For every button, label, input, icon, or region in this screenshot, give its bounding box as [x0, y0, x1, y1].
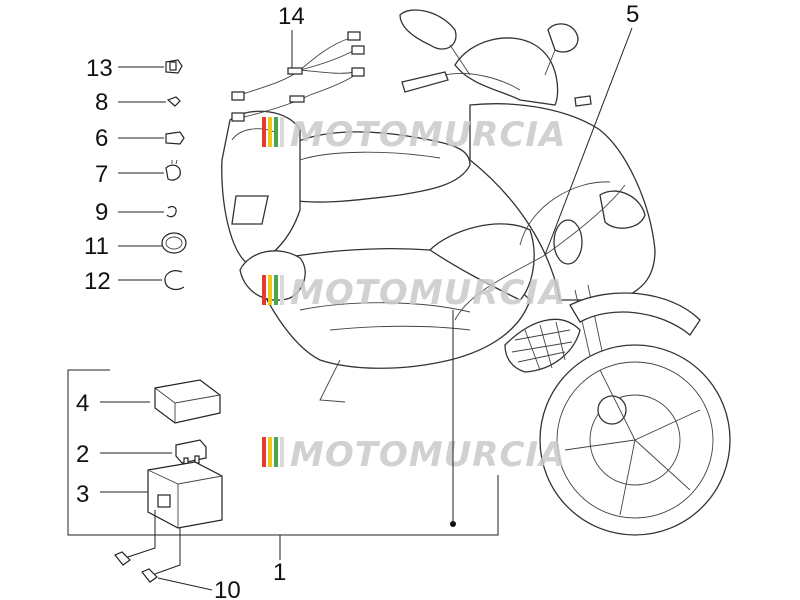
callout-13: 13 [86, 55, 113, 82]
callout-12: 12 [84, 268, 111, 295]
part-14-wiring-harness: 14 [231, 3, 365, 122]
callout-7: 7 [95, 161, 108, 188]
callout-8: 8 [95, 89, 108, 116]
callout-2: 2 [76, 441, 89, 468]
svg-text:MOTOMURCIA: MOTOMURCIA [290, 435, 566, 475]
part-12: 12 [84, 268, 185, 295]
callout-11: 11 [84, 233, 109, 260]
callout-9: 9 [95, 199, 108, 226]
part-9: 9 [95, 199, 177, 226]
scooter-illustration [221, 9, 731, 536]
part-7: 7 [95, 159, 181, 188]
svg-text:MOTOMURCIA: MOTOMURCIA [290, 115, 566, 155]
part-2-fuse: 2 [76, 439, 207, 468]
part-4-cover: 4 [76, 379, 221, 424]
callout-3: 3 [76, 481, 89, 508]
callout-10: 10 [214, 577, 241, 600]
callout-14: 14 [278, 3, 305, 30]
watermark-bottom: MOTOMURCIA [262, 435, 566, 475]
part-11: 11 [84, 232, 187, 260]
part-5-wiring-harness: 5 [544, 1, 639, 256]
part-1-assembly-bracket: 1 [67, 310, 499, 586]
part-8: 8 [95, 89, 181, 116]
watermark-top: MOTOMURCIA [262, 115, 566, 155]
watermark-middle: MOTOMURCIA [262, 273, 566, 313]
svg-text:MOTOMURCIA: MOTOMURCIA [290, 273, 566, 313]
part-13: 13 [86, 55, 183, 82]
part-6: 6 [95, 125, 185, 152]
part-3-fuse-box: 3 [76, 461, 223, 529]
callout-5: 5 [626, 1, 639, 28]
callout-1: 1 [273, 559, 286, 586]
part-10-screws: 10 [114, 510, 241, 600]
callout-4: 4 [76, 390, 89, 417]
callout-6: 6 [95, 125, 108, 152]
